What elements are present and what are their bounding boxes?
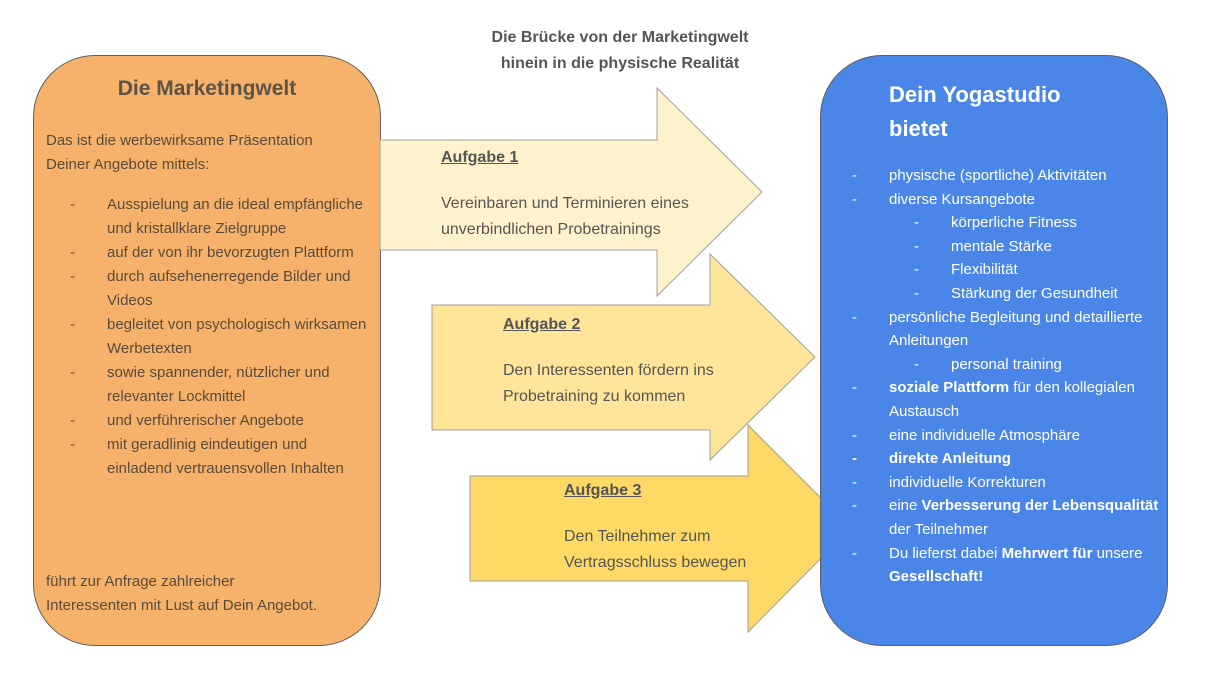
dash-bullet: - [70, 436, 75, 453]
task-2-description: Den Interessenten fördern ins Probetrain… [503, 362, 714, 405]
marketing-list-item: - begleitet von psychologisch wirksamen W… [46, 313, 376, 361]
dash-bullet: - [70, 316, 75, 333]
item-text: Du lieferst dabei [889, 544, 1002, 562]
dash-bullet: - [70, 196, 75, 213]
item-text: begleitet von psychologisch wirksamen We… [107, 316, 367, 357]
offer-list-item: - personal training [821, 353, 1161, 377]
marketing-world-title: Die Marketingwelt [117, 77, 297, 100]
item-text: soziale Plattform [889, 379, 1010, 397]
yogastudio-box: Dein Yogastudio bietet - physische (sport… [820, 55, 1168, 646]
bridge-heading: Die Brücke von der Marketingwelt hinein … [440, 25, 800, 77]
offer-list-item: - mentale Stärke [821, 235, 1161, 259]
dash-bullet: - [914, 284, 919, 302]
offer-list-item: - Du lieferst dabei Mehrwert für unsere G… [821, 542, 1161, 589]
dash-bullet: - [70, 364, 75, 381]
item-text: physische (sportliche) Aktivitäten [889, 167, 1107, 184]
item-text: persönliche Begleitung und detaillierte … [889, 308, 1143, 350]
task-3-title: Aufgabe 3 [564, 482, 642, 499]
item-text: Mehrwert für [1001, 544, 1093, 562]
dash-bullet: - [914, 261, 919, 279]
dash-bullet: - [852, 544, 857, 562]
item-text: durch aufsehenerregende Bilder und Video… [107, 268, 351, 309]
item-text: mit geradlinig eindeutigen und einladend… [107, 436, 344, 477]
dash-bullet: - [852, 426, 857, 444]
item-text: auf der von ihr bevorzugten Plattform [107, 244, 354, 261]
dash-bullet: - [852, 167, 857, 184]
intro-line: Deiner Angebote mittels: [46, 156, 210, 173]
task-2-text: Aufgabe 2 Den Interessenten fördern ins … [503, 312, 773, 410]
item-text: direkte Anleitung [889, 450, 1011, 468]
offer-list-item: - eine Verbesserung der Lebensqualität de… [821, 494, 1161, 541]
item-text: und verführerischer Angebote [107, 412, 304, 429]
marketing-list-item: - durch aufsehenerregende Bilder und Vide… [46, 265, 376, 313]
task-3-text: Aufgabe 3 Den Teilnehmer zum Vertragssch… [564, 478, 794, 576]
offer-list-item: - eine individuelle Atmosphäre [821, 424, 1161, 448]
marketing-world-box: Die Marketingwelt Das ist die werbewirks… [33, 55, 381, 646]
marketing-list-item: - sowie spannender, nützlicher und releva… [46, 361, 376, 409]
dash-bullet: - [70, 268, 75, 285]
dash-bullet: - [852, 379, 857, 397]
marketing-list-item: - Ausspielung an die ideal empfängliche u… [46, 193, 376, 241]
bridge-heading-line1: Die Brücke von der Marketingwelt [491, 29, 749, 46]
offer-list-item: - individuelle Korrekturen [821, 471, 1161, 495]
dash-bullet: - [914, 214, 919, 232]
marketing-intro: Das ist die werbewirksame Präsentation D… [46, 129, 313, 177]
dash-bullet: - [852, 497, 857, 515]
offer-list-item: - Flexibilität [821, 258, 1161, 282]
item-text: personal training [951, 355, 1062, 373]
item-text: Flexibilität [951, 261, 1018, 279]
item-text: Stärkung der Gesundheit [951, 284, 1118, 302]
offer-list-item: - diverse Kursangebote [821, 188, 1161, 212]
dash-bullet: - [70, 412, 75, 429]
dash-bullet: - [70, 244, 75, 261]
item-text: individuelle Korrekturen [889, 473, 1046, 491]
item-text: körperliche Fitness [951, 214, 1077, 232]
marketing-list-item: - mit geradlinig eindeutigen und einladen… [46, 433, 376, 481]
arrow-task-3 [469, 423, 852, 634]
intro-line: Das ist die werbewirksame Präsentation [46, 132, 313, 149]
task-3-description: Den Teilnehmer zum Vertragsschluss beweg… [564, 528, 747, 571]
marketing-list-item: - auf der von ihr bevorzugten Plattform [46, 241, 376, 265]
offer-list-item: - persönliche Begleitung und detaillierte… [821, 306, 1161, 353]
marketing-list: - Ausspielung an die ideal empfängliche u… [46, 193, 376, 481]
offer-list-item: - soziale Plattform für den kollegialen A… [821, 376, 1161, 423]
marketing-list-item: - und verführerischer Angebote [46, 409, 376, 433]
offer-list-item: - direkte Anleitung [821, 447, 1161, 471]
dash-bullet: - [914, 237, 919, 255]
dash-bullet: - [852, 473, 857, 491]
item-text: Ausspielung an die ideal empfängliche un… [107, 196, 364, 237]
offer-list-item: - Stärkung der Gesundheit [821, 282, 1161, 306]
yogastudio-title: Dein Yogastudio bietet [889, 82, 1061, 141]
offer-list-item: - physische (sportliche) Aktivitäten [821, 164, 1161, 188]
item-text: für den kollegialen Austausch [889, 379, 1135, 420]
dash-bullet: - [914, 355, 919, 373]
dash-bullet: - [852, 450, 857, 468]
item-text: unsere [1092, 544, 1143, 562]
task-1-description: Vereinbaren und Terminieren eines unverb… [441, 195, 689, 238]
dash-bullet: - [852, 190, 857, 208]
offer-list-item: - körperliche Fitness [821, 211, 1161, 235]
arrow-task-2 [431, 252, 816, 462]
marketing-outro: führt zur Anfrage zahlreicher Interessen… [46, 570, 317, 618]
item-text: Gesellschaft! [889, 568, 984, 586]
arrow-task-1 [379, 86, 763, 298]
item-text: sowie spannender, nützlicher und relevan… [107, 364, 330, 405]
task-1-text: Aufgabe 1 Vereinbaren und Terminieren ei… [441, 145, 751, 243]
dash-bullet: - [852, 308, 857, 326]
item-text: mentale Stärke [951, 237, 1052, 255]
item-text: diverse Kursangebote [889, 190, 1035, 208]
item-text: Verbesserung der Lebensqualität [921, 497, 1159, 515]
item-text: der Teilnehmer [889, 520, 988, 538]
yogastudio-list: - physische (sportliche) Aktivitäten - dive… [821, 164, 1161, 589]
bridge-heading-line2: hinein in die physische Realität [500, 55, 740, 72]
item-text: eine [889, 497, 922, 515]
outro-line: Interessenten mit Lust auf Dein Angebot. [46, 597, 318, 614]
item-text: eine individuelle Atmosphäre [889, 426, 1080, 444]
outro-line: führt zur Anfrage zahlreicher [46, 573, 235, 590]
task-1-title: Aufgabe 1 [441, 149, 519, 166]
task-2-title: Aufgabe 2 [503, 316, 581, 333]
